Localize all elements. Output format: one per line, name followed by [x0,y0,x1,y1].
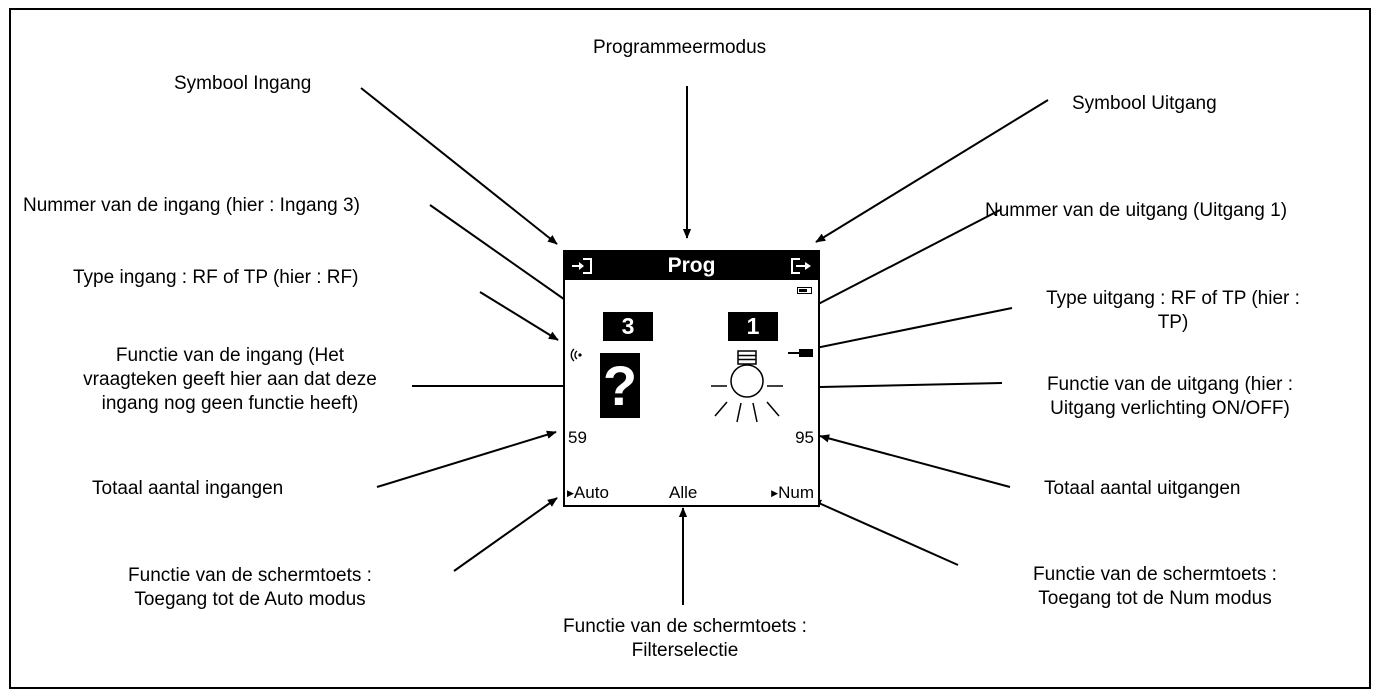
arrow-softkey-auto [453,497,558,572]
label-input-type: Type ingang : RF of TP (hier : RF) [73,267,359,288]
small-triangle-icon: ▶ [567,488,574,498]
total-inputs-value: 59 [568,428,587,447]
label-input-number: Nummer van de ingang (hier : Ingang 3) [23,195,360,216]
label-softkey-filter: Functie van de schermtoets : Filterselec… [525,615,845,663]
label-symbol-input: Symbool Ingang [174,73,312,94]
label-input-function: Functie van de ingang (Het vraagteken ge… [40,344,420,416]
screen-header-bar: Prog [565,252,818,280]
label-softkey-num-line-2: Toegang tot de Num modus [1038,588,1272,609]
arrow-total-inputs [376,430,557,488]
softkey-num-label: Num [778,483,814,502]
total-outputs-value: 95 [795,428,814,447]
arrow-symbol-input [360,87,558,245]
label-output-function-line-2: Uitgang verlichting ON/OFF) [1050,398,1290,419]
label-input-function-line-2: vraagteken geeft hier aan dat deze [83,369,377,390]
label-output-number: Nummer van de uitgang (Uitgang 1) [985,200,1288,221]
arrow-softkey-num [811,499,959,566]
arrow-input-type [479,291,559,341]
label-output-type: Type uitgang : RF of TP (hier : TP) [1010,287,1336,335]
rf-signal-icon [570,348,582,362]
question-mark-icon: ? [600,353,640,418]
label-softkey-filter-line-1: Functie van de schermtoets : [563,616,807,637]
softkey-auto-label: Auto [573,483,609,502]
label-softkey-auto-line-2: Toegang tot de Auto modus [134,589,366,610]
label-output-type-line-2: TP) [1157,312,1189,333]
label-symbol-output: Symbool Uitgang [1072,93,1217,114]
label-total-inputs: Totaal aantal ingangen [92,478,284,499]
softkey-filter[interactable]: Alle [669,483,698,502]
output-arrow-icon [791,258,811,274]
label-input-function-line-3: ingang nog geen functie heeft) [101,393,359,414]
label-input-function-line-1: Functie van de ingang (Het [115,345,345,366]
light-bulb-icon [711,350,783,423]
label-output-function-line-1: Functie van de uitgang (hier : [1046,374,1294,395]
label-total-outputs: Totaal aantal uitgangen [1044,478,1241,499]
arrow-total-outputs [819,434,1011,488]
label-softkey-filter-line-2: Filterselectie [631,640,739,661]
arrow-symbol-output [815,99,1049,243]
label-softkey-auto-line-1: Functie van de schermtoets : [128,565,372,586]
small-triangle-icon: ▶ [771,488,779,498]
label-programmeermodus: Programmeermodus [593,37,767,58]
label-output-function: Functie van de uitgang (hier : Uitgang v… [1010,373,1330,421]
device-screen: Prog 3 1 ? 59 95 [563,250,820,507]
diagram-frame [9,8,1371,689]
tp-wire-icon [788,349,813,357]
input-number-box: 3 [603,312,653,341]
label-softkey-num: Functie van de schermtoets : Toegang tot… [995,563,1315,611]
label-softkey-auto: Functie van de schermtoets : Toegang tot… [90,564,410,612]
battery-icon [797,287,812,294]
input-arrow-icon [572,258,592,274]
screen-mode-title: Prog [667,254,716,277]
output-number-box: 1 [728,312,778,341]
softkey-auto[interactable]: ▶Auto [567,483,609,503]
arrow-output-type [805,307,1013,353]
label-output-type-line-1: Type uitgang : RF of TP (hier : [1046,288,1300,309]
label-softkey-num-line-1: Functie van de schermtoets : [1033,564,1277,585]
softkey-num[interactable]: ▶Num [771,483,814,503]
